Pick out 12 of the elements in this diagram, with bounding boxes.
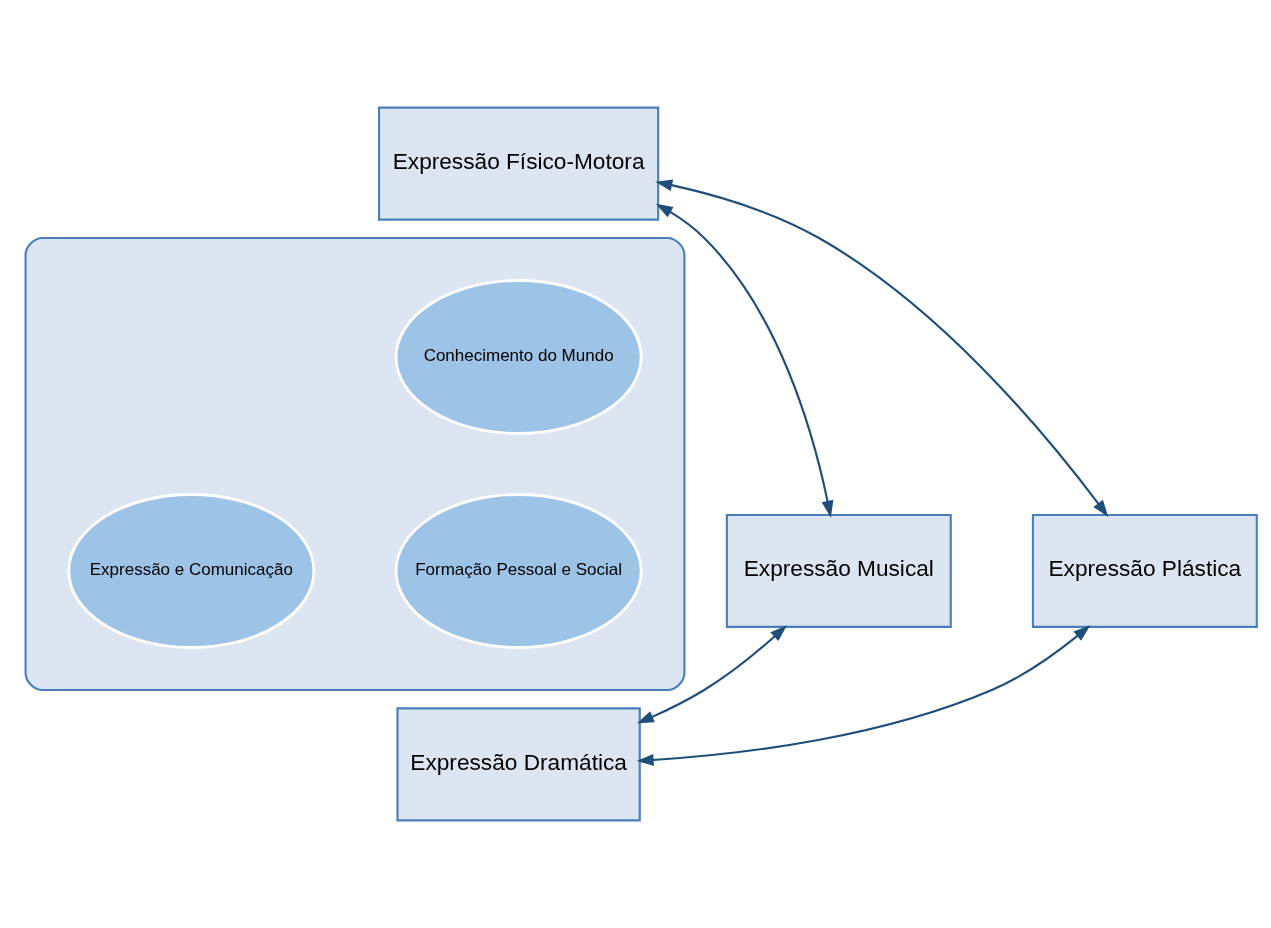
node-box: Expressão Musical bbox=[725, 513, 952, 628]
arrow bbox=[655, 203, 834, 518]
arrow bbox=[636, 625, 1091, 766]
cluster bbox=[24, 236, 686, 692]
node-box: Expressão Dramática bbox=[396, 707, 641, 822]
node-box: Expressão Plástica bbox=[1031, 513, 1258, 628]
node-ellipse: Conhecimento do Mundo bbox=[394, 279, 643, 435]
node-ellipse: Expressão e Comunicação bbox=[67, 493, 316, 649]
node-ellipse: Formação Pessoal e Social bbox=[394, 493, 643, 649]
arrow bbox=[636, 625, 787, 724]
arrow bbox=[655, 179, 1109, 518]
node-box: Expressão Físico-Motora bbox=[378, 106, 660, 221]
